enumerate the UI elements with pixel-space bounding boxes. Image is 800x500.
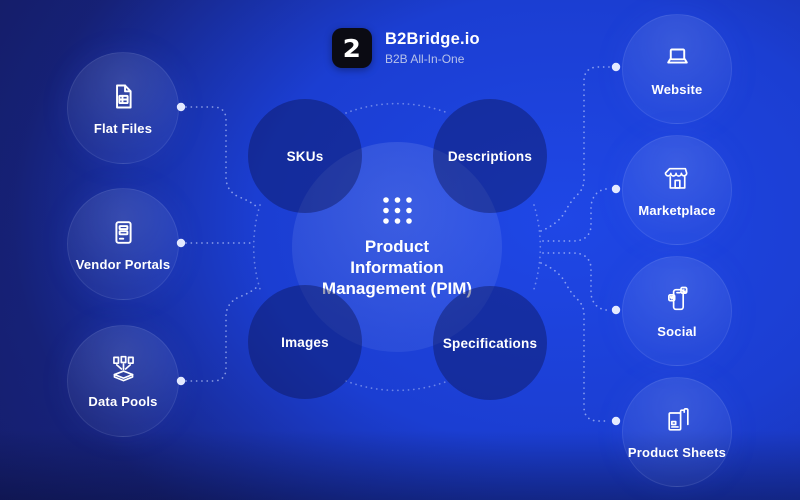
channel-node-website: Website xyxy=(622,14,732,124)
facet-label: Images xyxy=(281,334,329,350)
channel-node-product-sheets: Product Sheets xyxy=(622,377,732,487)
source-label: Flat Files xyxy=(93,120,153,136)
hub-node-pim: Product Information Management (PIM) xyxy=(292,142,502,352)
dots-grid-icon xyxy=(382,197,412,224)
channel-label: Marketplace xyxy=(638,202,716,218)
facet-node-skus: SKUs xyxy=(248,99,362,213)
hub-title: Product Information Management (PIM) xyxy=(321,237,473,298)
brand-tagline: B2B All-In-One xyxy=(385,52,465,66)
data-pool-icon xyxy=(112,355,134,381)
brand-logo: 2 xyxy=(332,28,372,68)
channel-label: Social xyxy=(657,323,697,339)
connector-marketplace xyxy=(542,188,611,242)
connector-flat-files xyxy=(185,106,258,208)
hub-dotted-ring xyxy=(252,102,542,392)
facet-node-descriptions: Descriptions xyxy=(433,99,547,213)
storefront-icon xyxy=(664,167,688,189)
connector-data-pools xyxy=(185,286,258,382)
source-node-data-pools: Data Pools xyxy=(67,325,179,437)
source-label: Vendor Portals xyxy=(75,256,171,272)
facet-node-specifications: Specifications xyxy=(433,286,547,400)
source-node-flat-files: Flat Files xyxy=(67,52,179,164)
facet-node-images: Images xyxy=(248,285,362,399)
channel-label: Product Sheets xyxy=(627,444,727,460)
connector-website xyxy=(540,66,610,232)
brand-header: 2 B2Bridge.io B2B All-In-One xyxy=(332,28,480,68)
facet-label: SKUs xyxy=(286,148,324,164)
brand-logo-glyph: 2 xyxy=(342,33,362,63)
brand-name: B2Bridge.io xyxy=(385,30,480,48)
connector-endpoint-dots xyxy=(176,62,621,426)
channel-label: Website xyxy=(651,81,703,97)
facet-label: Descriptions xyxy=(447,148,533,164)
connector-social xyxy=(542,252,611,311)
social-phone-icon xyxy=(667,286,688,310)
connector-product-sheets xyxy=(540,262,610,422)
laptop-icon xyxy=(666,48,688,64)
product-sheets-icon xyxy=(667,407,689,431)
vendor-portal-icon xyxy=(114,220,132,244)
source-node-vendor-portals: Vendor Portals xyxy=(67,188,179,300)
channel-node-social: Social xyxy=(622,256,732,366)
facet-label: Specifications xyxy=(442,335,538,351)
source-label: Data Pools xyxy=(88,393,158,409)
flat-file-icon xyxy=(115,84,132,108)
channel-node-marketplace: Marketplace xyxy=(622,135,732,245)
